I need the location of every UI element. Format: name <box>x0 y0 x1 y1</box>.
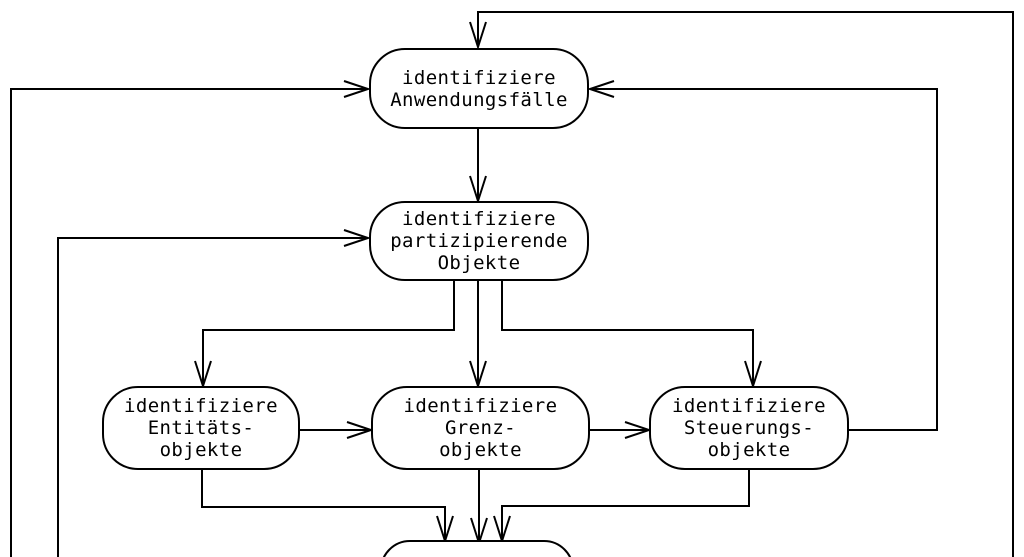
node-label-line: Objekte <box>437 252 521 274</box>
node-label-line: objekte <box>439 439 522 461</box>
node-identifiziere-partizipierende-objekte: identifiziere partizipierende Objekte <box>369 201 589 281</box>
node-bottom-partial <box>380 540 574 557</box>
arrowhead-down-icon <box>469 21 487 51</box>
arrowhead-right-icon <box>343 80 372 98</box>
node-label-line: Anwendungsfälle <box>390 88 568 111</box>
node-label-line: identifiziere <box>403 395 558 417</box>
edge-entitaets-to-grenz <box>300 421 375 439</box>
edge-steuerungs-to-anwendungsfaelle <box>586 80 938 431</box>
edge-partizipierende-to-entitaets <box>194 281 455 390</box>
node-label-line: objekte <box>707 439 791 461</box>
edge-steuerungs-to-bottom <box>493 470 750 545</box>
node-identifiziere-anwendungsfaelle: identifiziere Anwendungsfälle <box>369 48 589 129</box>
node-label-line: identifiziere <box>672 395 826 417</box>
edge-entitaets-to-bottom <box>201 470 454 545</box>
node-label-line: Entitäts- <box>147 417 255 439</box>
edge-grenz-to-bottom <box>470 470 488 547</box>
node-label-line: Grenz- <box>444 417 517 439</box>
node-label-line: identifiziere <box>402 66 556 89</box>
edge-partizipierende-to-grenz <box>469 281 487 390</box>
arrowhead-left-icon <box>586 80 615 98</box>
node-identifiziere-entitaetsobjekte: identifiziere Entitäts- objekte <box>102 386 300 470</box>
edge-grenz-to-steuerungs <box>590 421 653 439</box>
edge-outer-loop-to-anwendungsfaelle <box>469 11 1014 557</box>
node-identifiziere-steuerungsobjekte: identifiziere Steuerungs- objekte <box>649 386 849 470</box>
node-label-line: identifiziere <box>402 208 556 230</box>
node-label-line: Steuerungs- <box>683 417 815 439</box>
edge-anwendungsfaelle-to-partizipierende <box>469 129 487 205</box>
node-identifiziere-grenzobjekte: identifiziere Grenz- objekte <box>371 386 590 470</box>
node-label-line: identifiziere <box>124 395 278 417</box>
arrowhead-right-icon <box>343 229 372 247</box>
node-label-line: objekte <box>159 439 243 461</box>
node-label-line: partizipierende <box>390 230 568 252</box>
edge-left-inner-to-partizipierende <box>57 229 372 557</box>
edge-left-outer-to-anwendungsfaelle <box>10 80 372 557</box>
edge-partizipierende-to-steuerungs <box>501 281 762 390</box>
